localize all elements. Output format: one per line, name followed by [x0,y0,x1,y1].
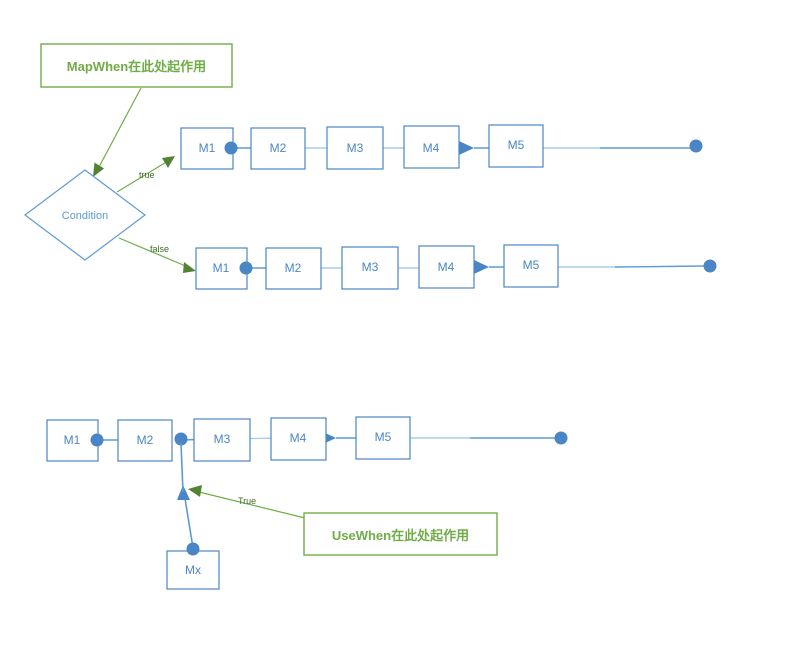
mapwhen-pointer-line [98,87,142,168]
pipeline-usewhen-node-label-1: M1 [64,433,81,447]
usewhen-true-edge: True [188,485,306,519]
pipeline-true: M1 M2 M3 M4 M5 [180,124,703,170]
pipeline-usewhen-node-label-3: M3 [214,432,231,446]
mapwhen-callout-label: MapWhen在此处起作用 [67,59,206,74]
pipeline-false-start-dot [239,261,253,275]
mapwhen-callout-box [40,43,233,88]
pipeline-usewhen-node-label-4: M4 [290,431,307,445]
pipeline-false-node-box-1[interactable] [195,247,248,290]
usewhen-callout[interactable]: UseWhen在此处起作用 [303,512,498,556]
pipeline-usewhen-node-box-5[interactable] [355,416,411,460]
pipeline-true-node-label-5: M5 [508,138,525,152]
pipeline-usewhen-node-box-1[interactable] [46,419,99,462]
pipeline-false-mid-arrowhead [474,260,489,274]
usewhen-true-label: True [238,496,256,506]
mx-node-dot [186,542,200,556]
pipeline-true-mid-arrowhead [459,141,474,155]
pipeline-false-node-label-3: M3 [362,260,379,274]
pipeline-usewhen-node-label-2: M2 [137,433,154,447]
condition-node[interactable]: Condition [24,169,146,261]
pipeline-usewhen: M1 M2 M3 M4 M5 [46,416,568,462]
pipeline-true-node-box-3[interactable] [326,126,384,170]
pipeline-false-end-dot [703,259,717,273]
branch-true-label: true [139,170,155,180]
pipeline-true-start-dot [224,141,238,155]
branch-true-arrowhead [162,156,175,168]
pipeline-false-segment-6 [614,265,706,268]
usewhen-true-arrowhead [188,485,202,497]
pipeline-false-node-label-4: M4 [438,260,455,274]
mx-node-label: Mx [185,563,201,577]
pipeline-usewhen-branch-dot [174,432,188,446]
mx-branch-line-upper [180,442,184,493]
branch-false-line [118,237,189,268]
pipeline-usewhen-node-label-5: M5 [375,430,392,444]
pipeline-false-node-label-5: M5 [523,258,540,272]
branch-true-line [116,160,169,193]
mx-branch-line-lower [183,491,194,549]
condition-label: Condition [62,210,108,222]
mx-branch: Mx [166,442,220,590]
mapwhen-pointer-arrowhead [93,162,104,177]
condition-diamond-shape [24,169,146,261]
pipeline-true-node-box-4[interactable] [403,125,460,169]
usewhen-callout-box [303,512,498,556]
mapwhen-callout[interactable]: MapWhen在此处起作用 [40,43,233,88]
branch-true-edge: true [116,156,175,193]
pipeline-usewhen-start-dot [90,433,104,447]
pipeline-true-node-box-1[interactable] [180,127,234,170]
pipeline-false-node-label-1: M1 [213,261,230,275]
pipeline-true-node-label-2: M2 [270,141,287,155]
pipeline-true-end-dot [689,139,703,153]
branch-false-arrowhead [183,262,196,273]
mapwhen-pointer-arrow [93,87,142,177]
branch-false-edge: false [118,237,196,273]
pipeline-usewhen-node-box-4[interactable] [270,417,327,461]
pipeline-false-node-label-2: M2 [285,261,302,275]
pipeline-usewhen-end-dot [554,431,568,445]
branch-false-label: false [150,244,169,254]
pipeline-false-node-box-3[interactable] [341,246,399,290]
pipeline-false-node-box-4[interactable] [418,245,475,289]
pipeline-true-node-label-3: M3 [347,141,364,155]
pipeline-true-node-box-2[interactable] [250,127,306,170]
pipeline-false: M1 M2 M3 M4 M5 [195,244,717,290]
pipeline-true-node-label-1: M1 [199,141,216,155]
usewhen-true-line [198,491,306,519]
pipeline-false-node-box-5[interactable] [503,244,559,288]
pipeline-usewhen-node-box-3[interactable] [193,418,251,462]
pipeline-false-node-box-2[interactable] [265,247,322,290]
pipeline-true-node-label-4: M4 [423,141,440,155]
mx-branch-arrowhead [177,485,190,500]
pipeline-true-node-box-5[interactable] [488,124,544,168]
pipeline-usewhen-node-box-2[interactable] [117,419,173,462]
usewhen-callout-label: UseWhen在此处起作用 [332,528,469,543]
